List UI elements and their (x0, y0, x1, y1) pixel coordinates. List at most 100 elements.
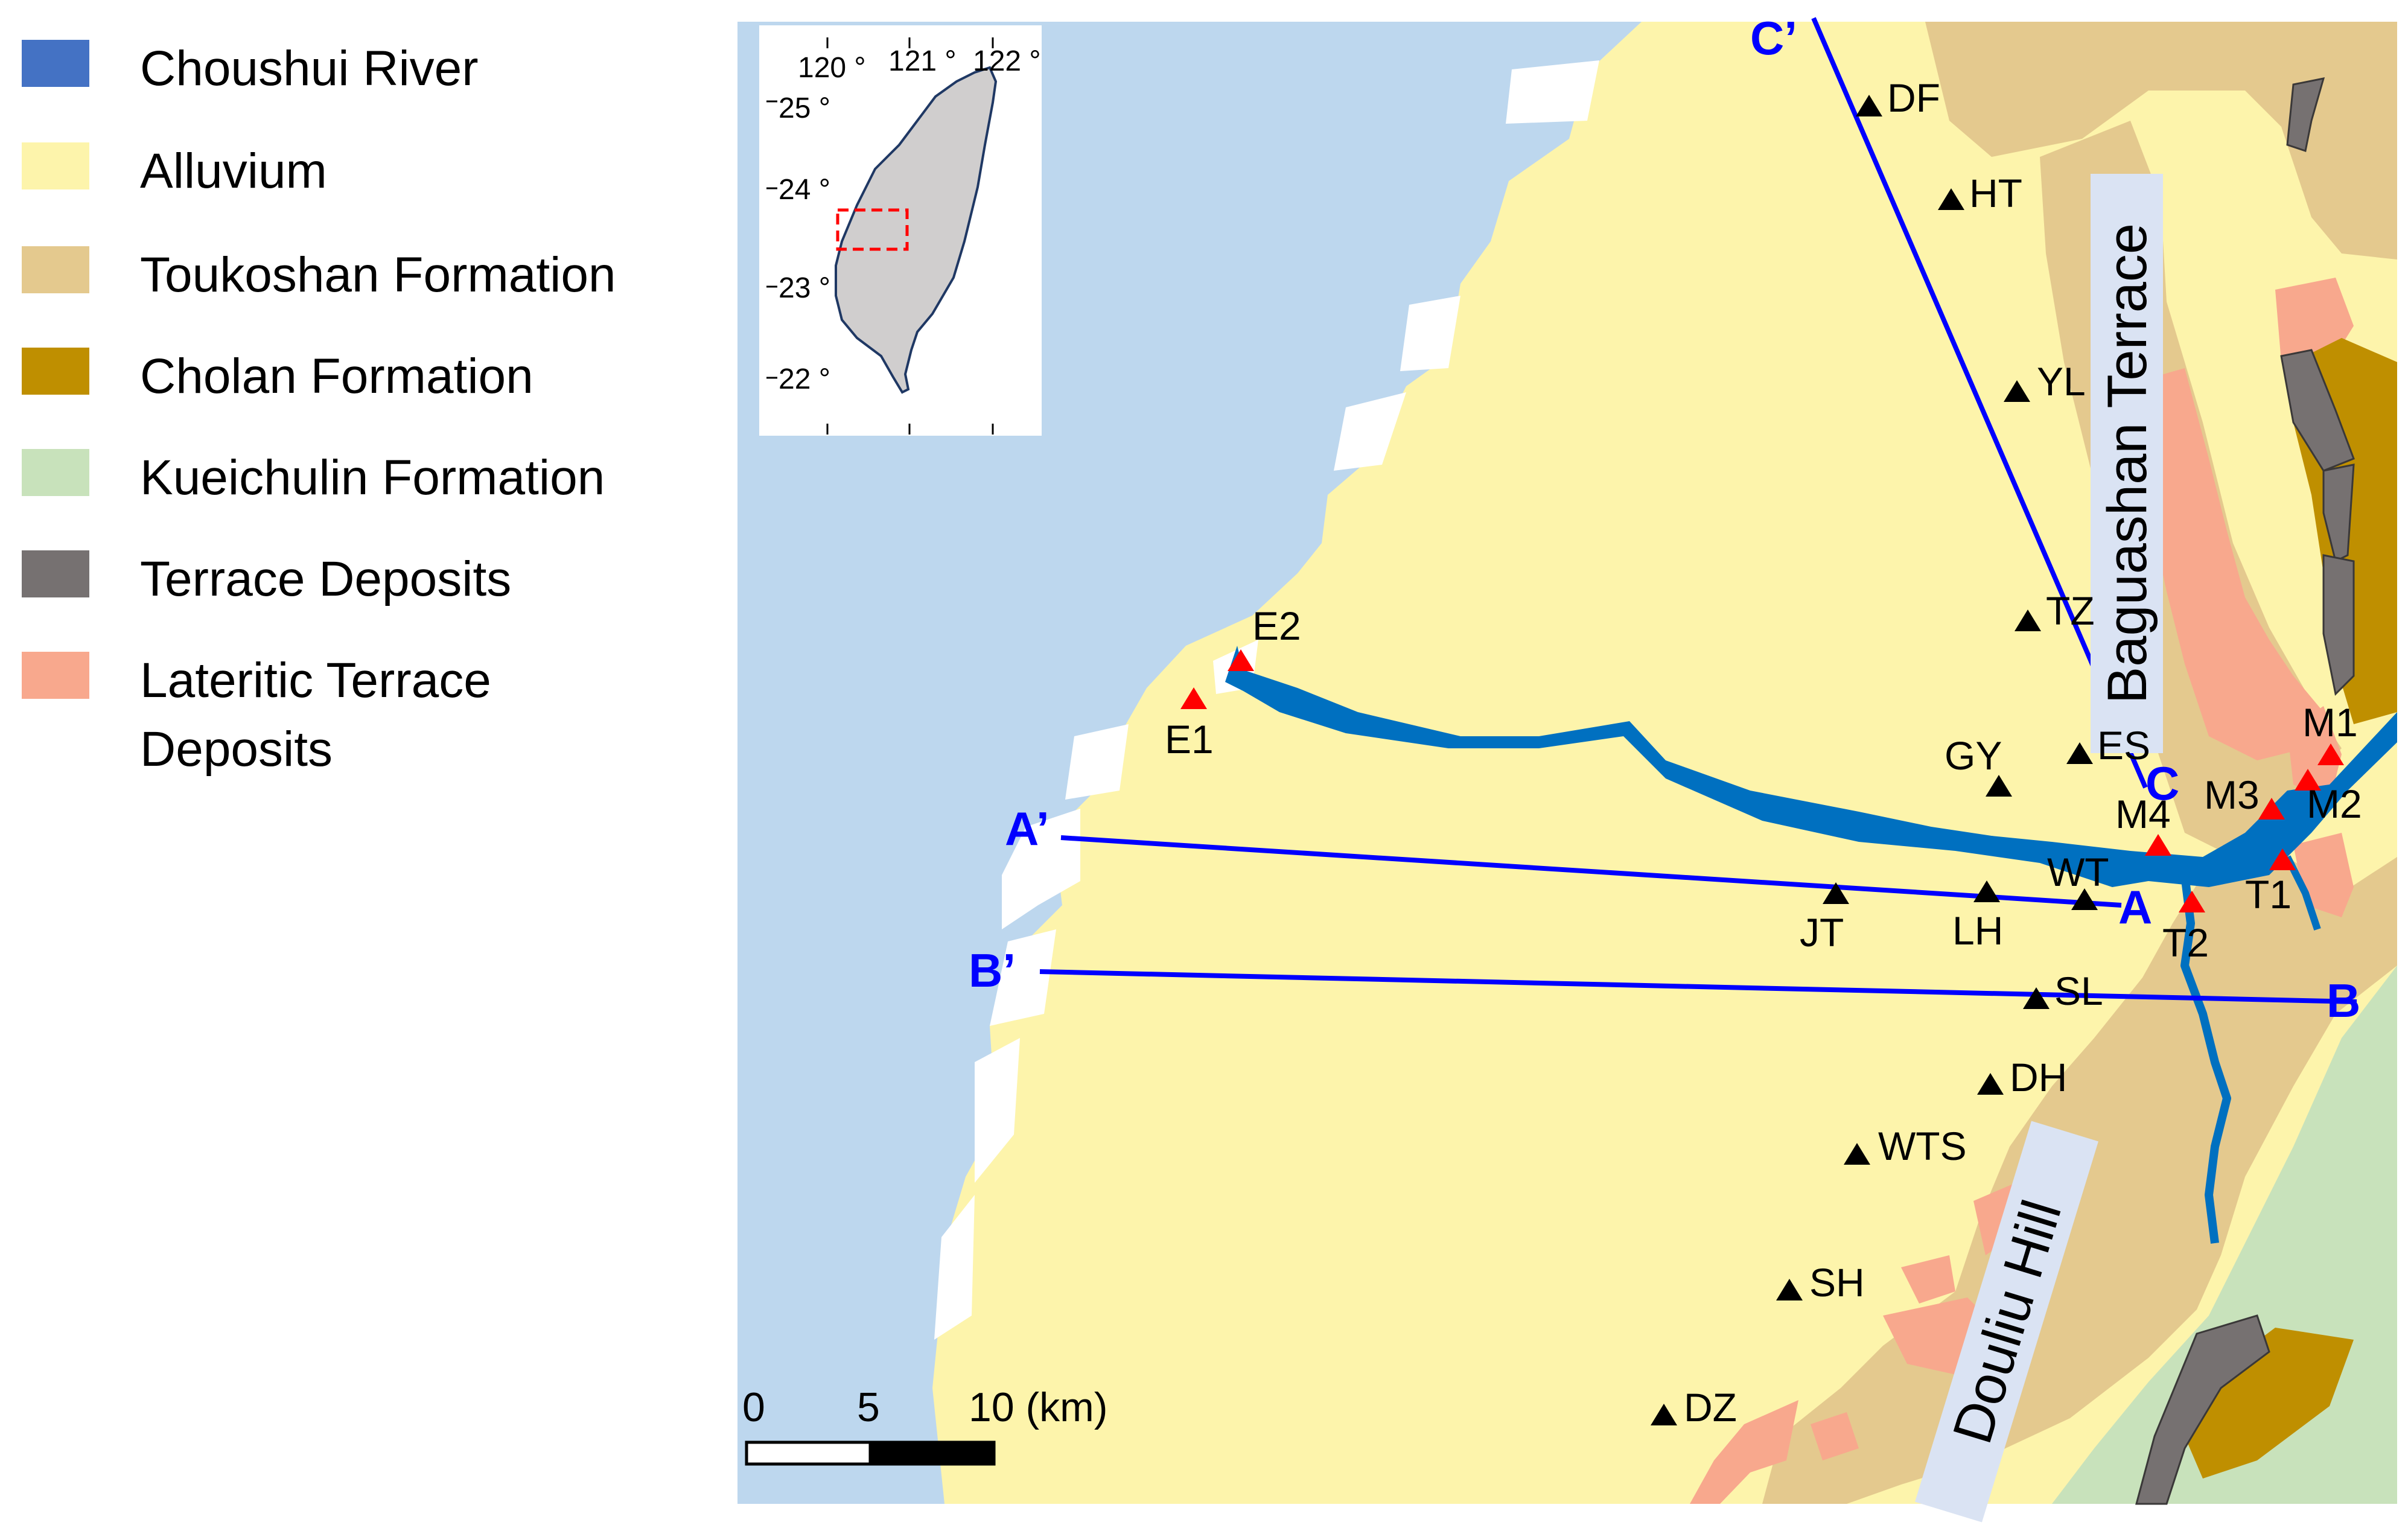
station-dz: DZ (1651, 1385, 1737, 1430)
scale-label-5: 5 (857, 1384, 880, 1430)
scale-bar: 0 5 10 (km) (742, 1384, 1107, 1466)
stations-black: DF HT YL TZ ES GY WT LH JT SL DH WTS SH … (1651, 75, 2150, 1430)
station-label: YL (2037, 359, 2086, 404)
station-label: GY (1945, 733, 2002, 778)
station-wt-marker (2071, 888, 2098, 910)
legend-swatch-choushui-river (22, 40, 89, 87)
station-gy-marker (1986, 775, 2012, 797)
inset-ticks (766, 37, 994, 435)
station-wts-marker (1844, 1143, 1870, 1165)
inset-lon-label-120: 120 ° (798, 52, 866, 84)
lateritic-patch (1901, 1255, 1955, 1304)
station-t1-marker (2269, 848, 2296, 870)
station-label: SL (2054, 969, 2103, 1013)
station-yl-marker (2004, 380, 2030, 402)
inset-lat-label-22: 22 ° (779, 363, 830, 395)
profile-label-b: B (2327, 974, 2360, 1027)
station-m2: M2 (2295, 769, 2362, 826)
station-sh-marker (1776, 1279, 1803, 1300)
station-label: DZ (1684, 1385, 1737, 1430)
station-label: M1 (2302, 700, 2358, 745)
profile-label-a: A (2118, 880, 2152, 934)
scale-label-0: 0 (742, 1384, 765, 1430)
inset-study-area-box (836, 208, 909, 251)
station-df: DF (1856, 75, 1940, 120)
coastal-patch (975, 1038, 1020, 1183)
station-label: WTS (1878, 1124, 1967, 1168)
inset-lat-label-25: 25 ° (779, 92, 830, 124)
station-m2-marker (2295, 769, 2321, 791)
station-label: SH (1809, 1260, 1865, 1305)
terrace-patch (2322, 554, 2355, 696)
coastal-patch (1506, 60, 1599, 124)
station-wt: WT (2047, 850, 2109, 910)
coastal-patch (1002, 809, 1080, 929)
station-label: DH (2010, 1055, 2067, 1100)
station-label: T1 (2245, 872, 2292, 917)
coastal-patch (1400, 296, 1460, 371)
station-sl-marker (2023, 987, 2050, 1009)
inset-lon-label-122: 122 ° (973, 45, 1041, 77)
station-e2-marker (1228, 649, 1254, 671)
station-lh: LH (1952, 880, 2003, 953)
coastal-patch (990, 929, 1056, 1026)
lateritic-patch (2287, 706, 2342, 803)
station-m4: M4 (2115, 792, 2171, 856)
profile-line-c (1811, 17, 2148, 789)
baguashan-label-box (2091, 174, 2163, 753)
profile-label-a-prime: A’ (1005, 802, 1050, 855)
legend-swatch-lateritic (22, 652, 89, 699)
baguashan-label-group: Baguashan Terrace (2091, 174, 2163, 753)
legend-label-choushui-river: Choushui River (140, 41, 479, 96)
station-es-marker (2066, 742, 2093, 764)
station-label: T2 (2162, 920, 2209, 965)
station-label: E1 (1165, 717, 1214, 762)
station-dh: DH (1977, 1055, 2067, 1100)
station-label: M2 (2307, 782, 2362, 826)
coastal-patch (934, 1195, 975, 1340)
station-label: M3 (2204, 772, 2260, 817)
profile-label-c-prime: C’ (1750, 11, 1797, 65)
profile-line-b (1039, 969, 2357, 1004)
station-t2-marker (2179, 891, 2205, 912)
inset-labels: 120 ° 121 ° 122 ° 25 ° 24 ° 23 ° 22 ° (779, 45, 1041, 395)
legend-label-cholan: Cholan Formation (140, 349, 534, 404)
station-label: WT (2047, 850, 2109, 894)
douliu-label-box (1915, 1121, 2098, 1523)
terrace-patch (2286, 77, 2325, 152)
station-tz-marker (2015, 610, 2041, 631)
station-m1-marker (2317, 743, 2344, 765)
legend-label-alluvium: Alluvium (140, 144, 327, 199)
profile-label-b-prime: B’ (969, 944, 1016, 997)
station-jt: JT (1800, 882, 1849, 955)
terrace-patch (2135, 1314, 2270, 1505)
station-df-marker (1856, 95, 1882, 116)
station-m3-marker (2258, 798, 2285, 820)
profile-labels: C’ C A’ A B’ B (969, 11, 2360, 1027)
lateritic-patch (2142, 368, 2324, 760)
river-south-branch (2180, 874, 2231, 1244)
taiwan-island (835, 66, 998, 394)
legend-swatch-cholan (22, 348, 89, 395)
station-label: TZ (2046, 588, 2095, 633)
station-yl: YL (2004, 359, 2086, 404)
station-t1: T1 (2245, 848, 2296, 917)
legend-swatch-terrace-deposits (22, 550, 89, 597)
legend-label-terrace-deposits: Terrace Deposits (140, 552, 512, 606)
profile-label-c: C (2145, 757, 2179, 810)
station-e1-marker (1180, 687, 1207, 709)
station-label: LH (1952, 908, 2003, 953)
legend-label-toukoshan: Toukoshan Formation (140, 247, 616, 302)
stations-red: E1 E2 M1 M2 M3 M4 T1 T2 (1165, 603, 2362, 965)
map-legend: Choushui River Alluvium Toukoshan Format… (0, 0, 724, 785)
station-lh-marker (1973, 880, 2000, 902)
legend-swatch-alluvium (22, 142, 89, 189)
coastal-white-patches (934, 60, 1599, 1340)
station-ht-marker (1938, 188, 1964, 210)
station-e2: E2 (1228, 603, 1301, 671)
legend-swatch-kueichulin (22, 449, 89, 496)
station-label: DF (1887, 75, 1940, 120)
station-label: E2 (1252, 603, 1301, 648)
station-dh-marker (1977, 1073, 2004, 1095)
terrace-patch (2280, 349, 2355, 472)
